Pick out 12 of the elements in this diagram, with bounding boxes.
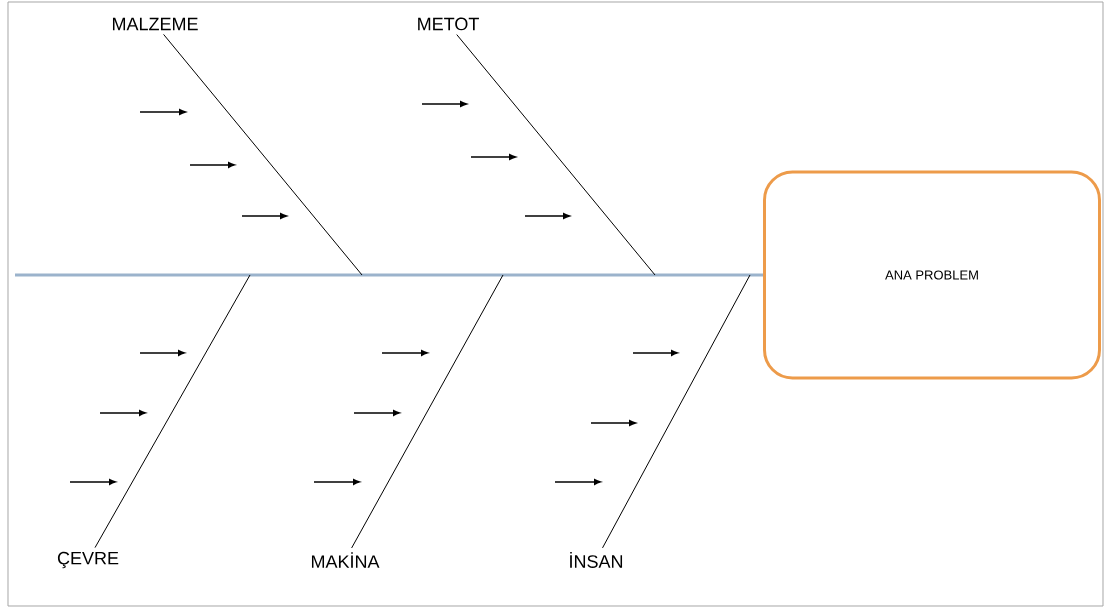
category-label: MAKİNA (312, 552, 380, 568)
bone-line (94, 274, 251, 549)
bone-line (163, 33, 363, 276)
category-label: İNSAN (570, 552, 623, 568)
spine-line (15, 273, 763, 277)
category-label: METOT (418, 17, 479, 31)
bone-line (456, 34, 656, 276)
category-label: ÇEVRE (57, 551, 119, 569)
problem-box: ANA PROBLEM (763, 170, 1101, 380)
category-label: MALZEME (113, 17, 198, 31)
bone-line (602, 274, 751, 549)
bone-line (351, 274, 504, 549)
